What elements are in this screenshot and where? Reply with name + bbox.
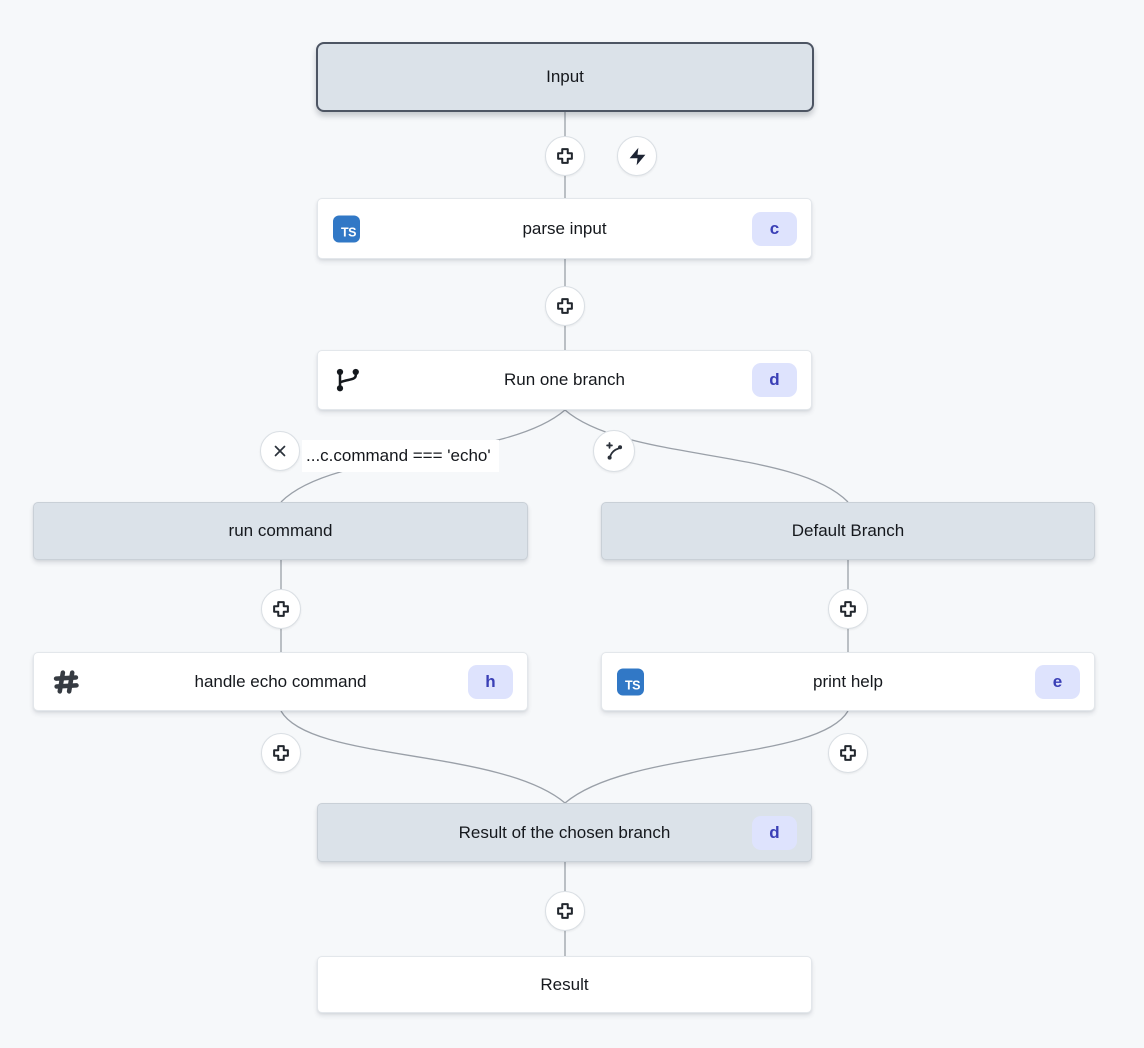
step-id-badge: h [468, 664, 513, 699]
delete-branch-button[interactable] [260, 431, 300, 471]
plus-icon [273, 745, 289, 761]
node-run-one-branch[interactable]: Run one branch d [317, 350, 812, 410]
add-step-button[interactable] [261, 733, 301, 773]
typescript-icon: TS [617, 668, 644, 695]
typescript-icon-label: TS [341, 225, 356, 240]
edge-handle-echo-to-result [280, 710, 566, 804]
bash-icon [49, 665, 83, 699]
node-default-branch[interactable]: Default Branch [601, 502, 1095, 560]
node-input[interactable]: Input [316, 42, 814, 112]
typescript-icon-label: TS [625, 678, 640, 693]
node-label: Default Branch [791, 521, 905, 540]
plus-icon [557, 298, 573, 314]
node-label: Run one branch [504, 370, 625, 389]
node-label: Input [546, 67, 584, 86]
node-parse-input[interactable]: TS parse input c [317, 198, 812, 259]
node-label: Result [540, 974, 589, 994]
add-step-button[interactable] [545, 891, 585, 931]
node-result[interactable]: Result [317, 956, 812, 1013]
node-handle-echo-command[interactable]: handle echo command h [33, 652, 528, 711]
node-label: parse input [522, 218, 607, 238]
add-step-button[interactable] [828, 733, 868, 773]
node-branch-run-command[interactable]: run command [33, 502, 528, 560]
step-id-badge: c [752, 211, 797, 246]
typescript-icon: TS [333, 215, 360, 242]
plus-icon [273, 601, 289, 617]
plus-icon [840, 601, 856, 617]
lightning-icon [629, 147, 645, 165]
step-id-badge: d [752, 815, 797, 850]
plus-icon [557, 903, 573, 919]
plus-icon [557, 148, 573, 164]
add-step-button[interactable] [828, 589, 868, 629]
node-label: print help [813, 671, 883, 691]
node-label: handle echo command [194, 671, 367, 691]
trigger-button[interactable] [617, 136, 657, 176]
add-branch-icon [605, 441, 622, 460]
edge-branch-to-default [564, 409, 849, 503]
node-label: run command [228, 521, 333, 540]
add-branch-button[interactable] [593, 430, 635, 472]
x-icon [274, 445, 286, 457]
plus-icon [840, 745, 856, 761]
step-id-badge: e [1035, 664, 1080, 699]
step-id-badge: d [752, 363, 797, 397]
node-label: Result of the chosen branch [458, 822, 671, 842]
add-step-button[interactable] [261, 589, 301, 629]
node-branch-result[interactable]: Result of the chosen branch d [317, 803, 812, 862]
branch-condition-label: ...c.command === 'echo' [302, 440, 499, 472]
add-step-button[interactable] [545, 286, 585, 326]
edge-print-help-to-result [564, 710, 849, 804]
node-print-help[interactable]: TS print help e [601, 652, 1095, 711]
git-branch-icon [333, 365, 363, 395]
add-step-button[interactable] [545, 136, 585, 176]
